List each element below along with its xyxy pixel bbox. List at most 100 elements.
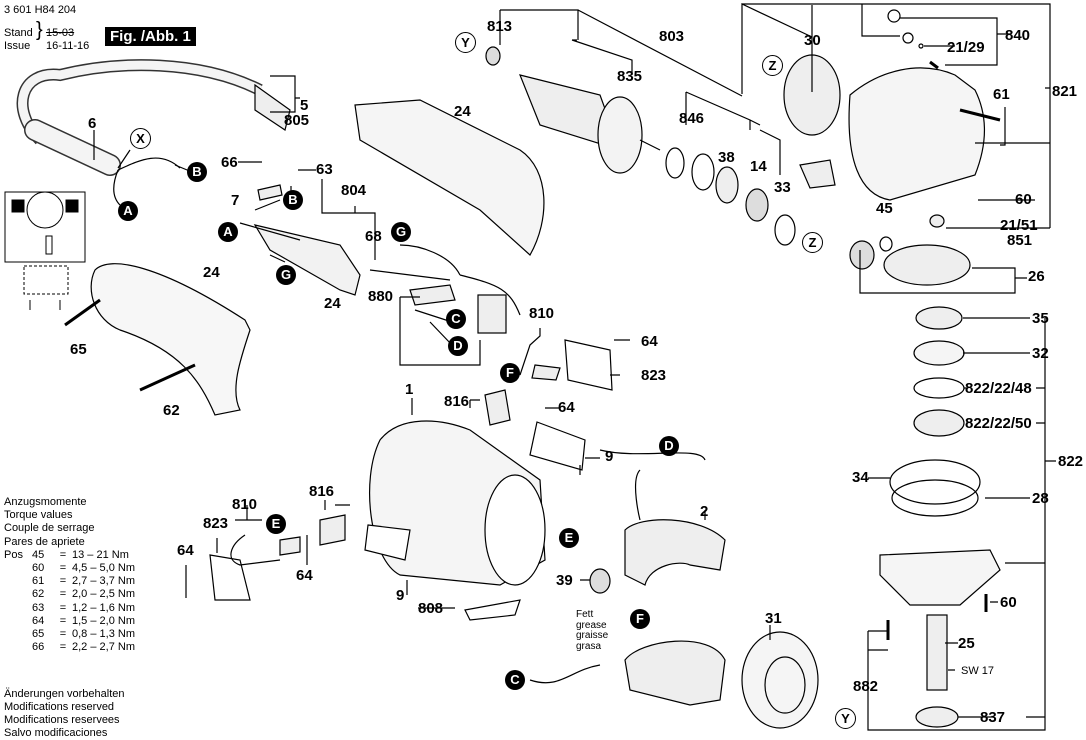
reference-marker-z-bearing[interactable]: Z: [802, 232, 823, 253]
part-label-64-mid[interactable]: 64: [558, 399, 575, 416]
part-label-66[interactable]: 66: [221, 154, 238, 171]
part-label-821[interactable]: 821: [1052, 83, 1078, 100]
part-label-810-lower[interactable]: 810: [232, 496, 258, 513]
torque-row: 64=1,5 – 2,0 Nm: [4, 615, 162, 628]
part-label-840[interactable]: 840: [1005, 27, 1031, 44]
part-label-45[interactable]: 45: [876, 200, 893, 217]
part-label-813[interactable]: 813: [487, 18, 513, 35]
part-label-882[interactable]: 882: [853, 678, 879, 695]
part-label-7[interactable]: 7: [231, 192, 240, 209]
part-label-808[interactable]: 808: [418, 600, 444, 617]
part-label-823-upper[interactable]: 823: [641, 367, 667, 384]
brush-holder-illustration: [209, 339, 613, 601]
part-label-39[interactable]: 39: [556, 572, 573, 589]
part-label-804[interactable]: 804: [341, 182, 367, 199]
part-label-33[interactable]: 33: [774, 179, 791, 196]
torque-row: 60=4,5 – 5,0 Nm: [4, 562, 162, 575]
part-label-60-flange[interactable]: 60: [1000, 594, 1017, 611]
housing-half-illustration: [354, 99, 545, 256]
part-label-24-handle[interactable]: 24: [203, 264, 220, 281]
torque-eq: =: [59, 628, 67, 641]
part-label-64-upper[interactable]: 64: [641, 333, 658, 350]
torque-eq: =: [59, 614, 67, 627]
connector-marker-f[interactable]: F: [500, 363, 520, 383]
part-label-816-lower[interactable]: 816: [309, 483, 335, 500]
connector-marker-d-coil[interactable]: D: [659, 436, 679, 456]
torque-pos: 63: [32, 601, 45, 614]
part-label-9-lower[interactable]: 9: [396, 587, 405, 604]
motor-housing-illustration: [364, 420, 586, 621]
reference-marker-y-top[interactable]: Y: [455, 32, 476, 53]
part-label-21-29[interactable]: 21/29: [947, 39, 985, 56]
part-label-30[interactable]: 30: [804, 32, 821, 49]
part-label-14[interactable]: 14: [750, 158, 767, 175]
part-label-851[interactable]: 851: [1007, 232, 1033, 249]
part-label-805[interactable]: 805: [284, 112, 310, 129]
part-label-34[interactable]: 34: [852, 469, 869, 486]
connector-marker-c-coil[interactable]: C: [505, 670, 525, 690]
part-label-21-51[interactable]: 21/51: [1000, 217, 1038, 234]
connector-marker-c[interactable]: C: [446, 309, 466, 329]
part-label-62[interactable]: 62: [163, 402, 180, 419]
connector-marker-g-switch[interactable]: G: [276, 265, 296, 285]
part-label-38[interactable]: 38: [718, 149, 735, 166]
connector-marker-e-coil[interactable]: E: [559, 528, 579, 548]
connector-marker-b-switch[interactable]: B: [283, 190, 303, 210]
torque-eq: =: [59, 641, 67, 654]
connector-marker-d[interactable]: D: [448, 336, 468, 356]
part-label-65[interactable]: 65: [70, 341, 87, 358]
torque-title-de: Anzugsmomente: [4, 496, 87, 508]
part-label-822-22-48[interactable]: 822/22/48: [965, 380, 1032, 397]
torque-title-en: Torque values: [4, 509, 73, 522]
armature-illustration: [485, 46, 661, 174]
part-label-1[interactable]: 1: [405, 381, 414, 398]
part-label-24-housing[interactable]: 24: [454, 103, 471, 120]
part-label-816-upper[interactable]: 816: [444, 393, 470, 410]
part-label-837[interactable]: 837: [980, 709, 1006, 726]
part-label-822-22-50[interactable]: 822/22/50: [965, 415, 1032, 432]
part-label-28[interactable]: 28: [1032, 490, 1049, 507]
part-label-61[interactable]: 61: [993, 86, 1010, 103]
torque-pos: 66: [32, 641, 45, 654]
wiring-schematic: [4, 191, 86, 310]
part-label-835[interactable]: 835: [617, 68, 643, 85]
torque-values-table: Anzugsmomente Torque values Couple de se…: [4, 496, 162, 654]
part-label-803[interactable]: 803: [659, 28, 685, 45]
reference-marker-x[interactable]: X: [130, 128, 151, 149]
part-label-60-head[interactable]: 60: [1015, 191, 1032, 208]
grease-note-es: grasa: [576, 640, 602, 652]
reference-marker-y-bottom[interactable]: Y: [835, 708, 856, 729]
torque-row: 63=1,2 – 1,6 Nm: [4, 602, 162, 615]
connector-marker-e-brush[interactable]: E: [266, 514, 286, 534]
connector-marker-a-switch[interactable]: A: [218, 222, 238, 242]
connector-marker-g[interactable]: G: [391, 222, 411, 242]
part-label-2[interactable]: 2: [700, 503, 709, 520]
part-label-810-upper[interactable]: 810: [529, 305, 555, 322]
part-label-32[interactable]: 32: [1032, 345, 1049, 362]
part-label-35[interactable]: 35: [1032, 310, 1049, 327]
part-label-63[interactable]: 63: [316, 161, 333, 178]
part-label-64-lower[interactable]: 64: [296, 567, 313, 584]
part-label-823-lower[interactable]: 823: [203, 515, 229, 532]
part-label-822[interactable]: 822: [1058, 453, 1084, 470]
part-label-68[interactable]: 68: [365, 228, 382, 245]
part-label-846[interactable]: 846: [679, 110, 705, 127]
connector-marker-a[interactable]: A: [118, 201, 138, 221]
part-label-9-upper[interactable]: 9: [605, 448, 614, 465]
connector-marker-f-coil[interactable]: F: [630, 609, 650, 629]
part-label-26[interactable]: 26: [1028, 268, 1045, 285]
torque-value: 2,2 – 2,7 Nm: [72, 641, 135, 654]
part-label-5[interactable]: 5: [300, 97, 309, 114]
torque-value: 1,5 – 2,0 Nm: [72, 614, 135, 627]
part-label-6[interactable]: 6: [88, 115, 97, 132]
torque-pos: 61: [32, 575, 45, 588]
part-label-25[interactable]: 25: [958, 635, 975, 652]
torque-value: 2,7 – 3,7 Nm: [72, 575, 135, 588]
part-label-880[interactable]: 880: [368, 288, 394, 305]
part-label-64-left[interactable]: 64: [177, 542, 194, 559]
torque-eq: =: [59, 562, 67, 575]
connector-marker-b[interactable]: B: [187, 162, 207, 182]
reference-marker-z-gear[interactable]: Z: [762, 55, 783, 76]
part-label-31[interactable]: 31: [765, 610, 782, 627]
part-label-24-switch[interactable]: 24: [324, 295, 341, 312]
